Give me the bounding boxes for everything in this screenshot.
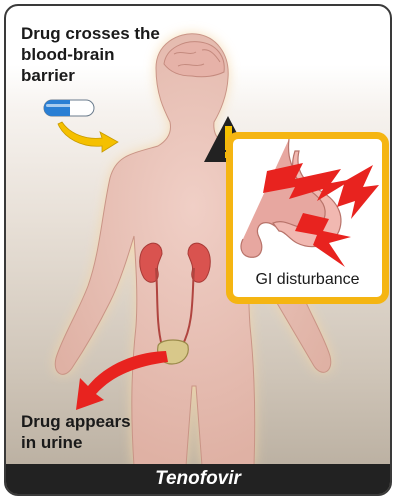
drug-card: Drug crosses the blood-brain barrier Dru… bbox=[4, 4, 392, 496]
stomach-illustration bbox=[233, 139, 382, 269]
drug-name: Tenofovir bbox=[155, 468, 241, 490]
bbb-label: Drug crosses the blood-brain barrier bbox=[21, 23, 211, 86]
side-effect-panel: GI disturbance bbox=[226, 132, 389, 304]
side-effect-label: GI disturbance bbox=[233, 271, 382, 289]
capsule-icon bbox=[44, 100, 94, 116]
urine-label: Drug appears in urine bbox=[21, 411, 221, 453]
arrow-icon bbox=[58, 122, 118, 152]
drug-name-banner: Tenofovir bbox=[6, 464, 390, 494]
